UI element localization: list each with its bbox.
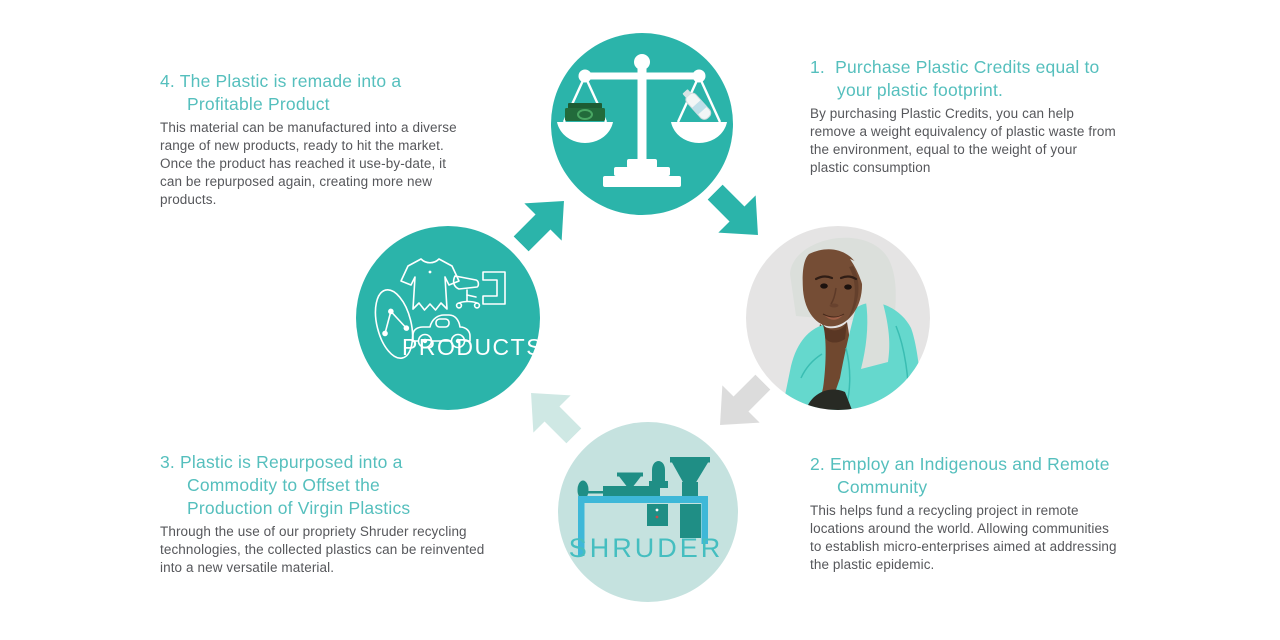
arrow-shruder-to-products xyxy=(510,372,595,457)
bracket-icon xyxy=(482,271,506,305)
plastic-credits-circle xyxy=(551,33,733,215)
office-chair-icon xyxy=(452,275,481,309)
step-3-body: Through the use of our propriety Shruder… xyxy=(160,524,485,575)
products-label: PRODUCTS xyxy=(402,334,540,360)
shruder-circle: SHRUDER xyxy=(558,422,738,602)
plastic-bottle-icon xyxy=(682,89,712,120)
flipflop-icon xyxy=(374,288,414,360)
community-person-illustration xyxy=(746,226,930,410)
step-4-body: This material can be manufactured into a… xyxy=(160,120,457,207)
toy-car-icon xyxy=(412,314,471,349)
dress-icon xyxy=(400,258,460,311)
arrow-community-to-shruder xyxy=(699,362,784,447)
shruder-label: SHRUDER xyxy=(569,533,724,563)
step-2-body: This helps fund a recycling project in r… xyxy=(810,503,1117,572)
money-icon xyxy=(565,103,605,121)
arrow-products-to-credits xyxy=(501,180,586,265)
community-circle xyxy=(746,226,930,410)
products-circle: PRODUCTS xyxy=(356,226,540,410)
shredder-machine-illustration: SHRUDER xyxy=(558,422,738,602)
step-1-body: By purchasing Plastic Credits, you can h… xyxy=(810,106,1116,175)
products-illustration: PRODUCTS xyxy=(356,226,540,410)
arrow-credits-to-community xyxy=(695,172,780,257)
balance-scale-icon xyxy=(551,33,733,215)
